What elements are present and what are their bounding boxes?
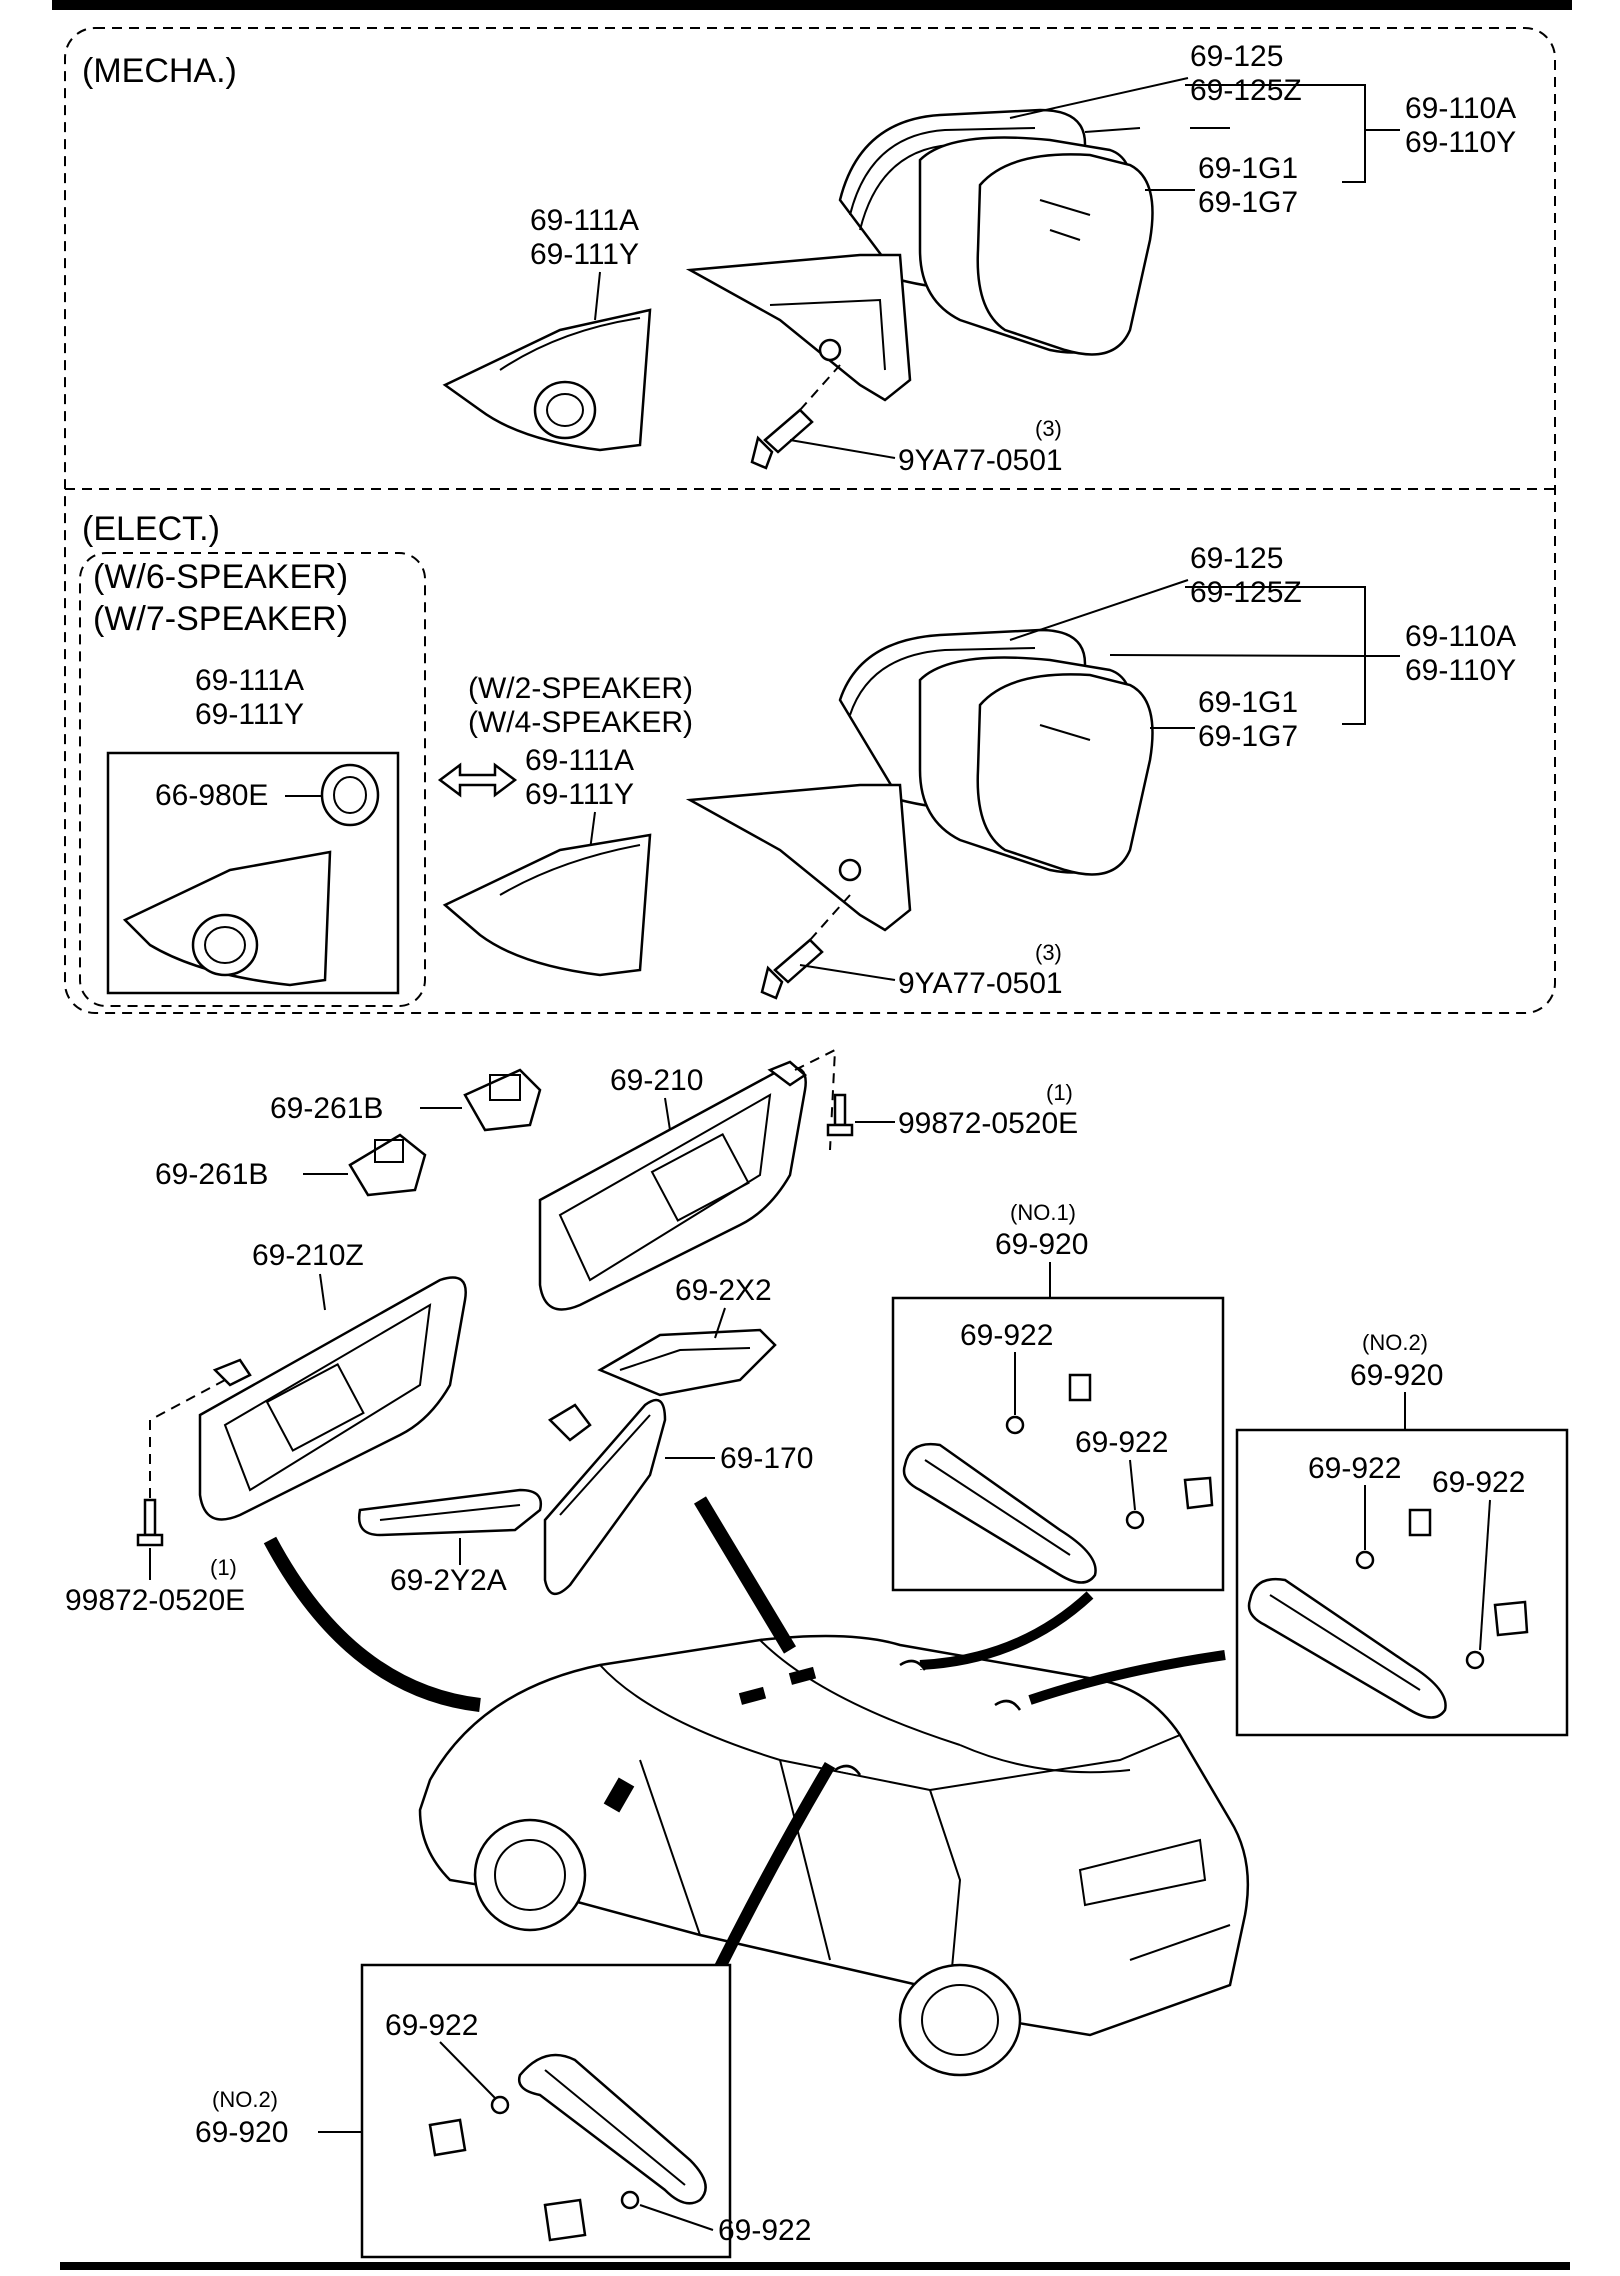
- label-mecha: (MECHA.): [82, 52, 237, 90]
- leader-69-2x2: [714, 1307, 726, 1339]
- label-69-261b-lower: 69-261B: [155, 1158, 268, 1191]
- label-69-920-no2-left: 69-920: [195, 2116, 288, 2149]
- label-no1: (NO.1): [1010, 1200, 1076, 1225]
- label-69-922-no2-left-a: 69-922: [385, 2009, 478, 2042]
- label-elect: (ELECT.): [82, 510, 220, 548]
- sunvisor-right: [538, 1060, 808, 1311]
- label-69-261b-upper: 69-261B: [270, 1092, 383, 1125]
- label-69-125-elect: 69-125: [1190, 542, 1283, 575]
- label-9ya77-elect: 9YA77-0501: [898, 967, 1063, 1000]
- label-qty1-right: (1): [1046, 1080, 1073, 1105]
- mirror-section-frame: [64, 27, 1556, 1014]
- bolt-elect: [760, 894, 851, 1000]
- leader-69-922-no2-right-b: [1479, 1499, 1491, 1651]
- visor-screw-dash-left: [149, 1379, 226, 1500]
- sunvisor-left: [198, 1276, 467, 1521]
- grab-handle-no1: [902, 1373, 1214, 1584]
- visor-screw-dash-right: [794, 1048, 837, 1151]
- speaker-option-frame: [79, 552, 426, 1007]
- label-69-110y-mecha: 69-110Y: [1405, 126, 1516, 159]
- label-69-110a-elect: 69-110A: [1405, 620, 1516, 653]
- grab-handle-no2-left: [428, 2053, 707, 2242]
- label-no2-right: (NO.2): [1362, 1330, 1428, 1355]
- bottom-rule: [60, 2262, 1570, 2270]
- label-69-1g7-elect: 69-1G7: [1198, 720, 1298, 753]
- label-69-1g1-mecha: 69-1G1: [1198, 152, 1298, 185]
- tweeter-speaker: [320, 763, 380, 827]
- label-69-170: 69-170: [720, 1442, 813, 1475]
- label-69-922-no2-right-b: 69-922: [1432, 1466, 1525, 1499]
- label-69-210: 69-210: [610, 1064, 703, 1097]
- label-69-920-no2-right: 69-920: [1350, 1359, 1443, 1392]
- top-rule: [52, 0, 1572, 10]
- leader-69-922-no1-b: [1129, 1459, 1136, 1511]
- label-69-111y-plain: 69-111Y: [525, 778, 634, 811]
- label-99872-left: 99872-0520E: [65, 1584, 245, 1617]
- label-69-111a-speaker: 69-111A: [195, 664, 304, 697]
- visor-holder-upper: [463, 1068, 542, 1132]
- label-no2-left: (NO.2): [212, 2087, 278, 2112]
- overhead-console: [597, 1328, 777, 1397]
- label-69-2x2: 69-2X2: [675, 1274, 772, 1307]
- label-69-125-mecha: 69-125: [1190, 40, 1283, 73]
- label-w7-speaker: (W/7-SPEAKER): [93, 600, 348, 638]
- label-w4-speaker: (W/4-SPEAKER): [468, 706, 693, 739]
- screw-left: [136, 1498, 164, 1547]
- leaders-elect: [799, 579, 1400, 981]
- leader-69-210z: [319, 1273, 326, 1311]
- label-69-110a-mecha: 69-110A: [1405, 92, 1516, 125]
- label-69-920-no1: 69-920: [995, 1228, 1088, 1261]
- door-mirror-mecha: [685, 108, 1154, 402]
- label-69-210z: 69-210Z: [252, 1239, 364, 1272]
- label-69-922-no1-b: 69-922: [1075, 1426, 1168, 1459]
- label-qty3-elect: (3): [1035, 940, 1062, 965]
- label-69-922-no2-right-a: 69-922: [1308, 1452, 1401, 1485]
- leaders-mecha: [594, 77, 1400, 459]
- label-qty1-left: (1): [210, 1555, 237, 1580]
- leader-69-922-no2-left-b: [639, 2204, 714, 2231]
- mirror-trim-cover-mecha: [442, 308, 652, 452]
- label-9ya77-mecha: 9YA77-0501: [898, 444, 1063, 477]
- visor-holder-lower: [348, 1133, 427, 1197]
- label-w6-speaker: (W/6-SPEAKER): [93, 558, 348, 596]
- grab-handle-no2-right: [1247, 1508, 1529, 1719]
- label-69-111y-speaker: 69-111Y: [195, 698, 304, 731]
- screw-right: [826, 1093, 854, 1137]
- label-69-111a-plain: 69-111A: [525, 744, 634, 777]
- label-69-1g7-mecha: 69-1G7: [1198, 186, 1298, 219]
- label-69-2y2a: 69-2Y2A: [390, 1564, 507, 1597]
- label-69-111y-mecha: 69-111Y: [530, 238, 639, 271]
- label-69-922-no2-left-b: 69-922: [718, 2214, 811, 2247]
- rearview-mirror: [543, 1398, 667, 1595]
- leader-69-210: [664, 1097, 671, 1131]
- interchange-arrow: [437, 762, 518, 798]
- label-69-111a-mecha: 69-111A: [530, 204, 639, 237]
- door-mirror-elect: [685, 628, 1154, 932]
- label-66-980e: 66-980E: [155, 779, 268, 812]
- label-69-1g1-elect: 69-1G1: [1198, 686, 1298, 719]
- car-body-outline: [418, 1634, 1250, 2077]
- label-69-125z-mecha: 69-125Z: [1190, 74, 1302, 107]
- assist-handle-front: [357, 1488, 543, 1537]
- bolt-mecha: [750, 364, 841, 470]
- label-69-125z-elect: 69-125Z: [1190, 576, 1302, 609]
- label-w2-speaker: (W/2-SPEAKER): [468, 672, 693, 705]
- label-99872-right: 99872-0520E: [898, 1107, 1078, 1140]
- label-69-110y-elect: 69-110Y: [1405, 654, 1516, 687]
- label-69-922-no1-a: 69-922: [960, 1319, 1053, 1352]
- mirror-trim-cover-with-speaker: [122, 850, 332, 987]
- mirror-trim-cover-plain: [442, 833, 652, 977]
- leader-69-922-no2-left-a: [439, 2041, 496, 2099]
- label-qty3-mecha: (3): [1035, 416, 1062, 441]
